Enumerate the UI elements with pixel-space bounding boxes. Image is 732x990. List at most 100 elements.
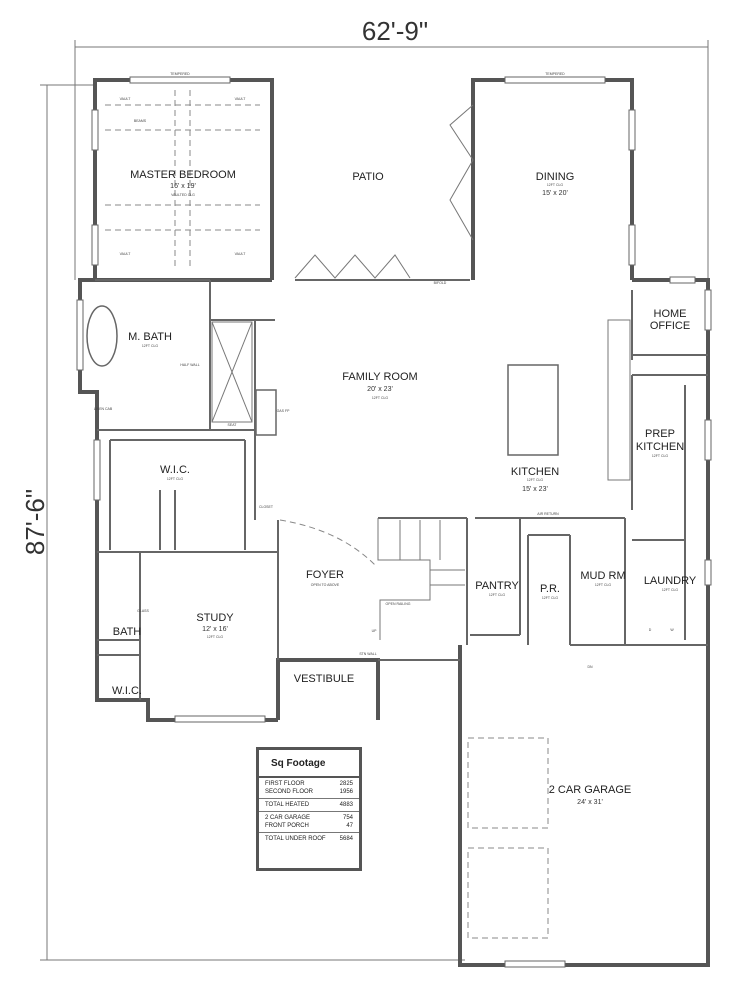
bath-label: BATH: [113, 626, 142, 638]
prep-kitchen-label-2: KITCHEN: [636, 441, 684, 453]
gas-fp-note: GAS FP: [277, 409, 291, 413]
closet-note: CLOSET: [259, 505, 274, 509]
tempered-note: TEMPERED: [170, 72, 190, 76]
sq-footage-row: TOTAL UNDER ROOF 5684: [265, 835, 353, 843]
wic-small-label: W.I.C.: [112, 685, 142, 697]
vault-note: VAULT: [235, 252, 247, 256]
dn-note: DN: [587, 665, 593, 669]
foyer-arc: [279, 519, 376, 566]
glass-note: GLASS: [137, 609, 149, 613]
family-room-label: FAMILY ROOM: [342, 371, 417, 383]
sq-footage-row-value: 2825: [339, 781, 353, 787]
sq-footage-row: 2 CAR GARAGE 754: [265, 814, 353, 822]
laundry-label: LAUNDRY: [644, 575, 697, 587]
air-return-note: AIR RETURN: [537, 512, 559, 516]
sq-footage-row-label: SECOND FLOOR: [265, 789, 314, 795]
sq-footage-row: TOTAL HEATED 4883: [265, 801, 353, 809]
dining-label: DINING: [536, 171, 575, 183]
vault-note: VAULT: [120, 252, 132, 256]
bifold-note: BIFOLD: [434, 281, 447, 285]
mud-rm-clg: 12FT CLG: [595, 583, 612, 587]
sq-footage-row-value: 5684: [339, 836, 353, 842]
family-room-size: 20' x 23': [367, 386, 393, 393]
stone-wall-note: STN WALL: [359, 652, 376, 656]
pantry-clg: 12FT CLG: [489, 593, 506, 597]
garage-label: 2 CAR GARAGE: [549, 784, 632, 796]
sq-footage-row-value: 1956: [339, 789, 353, 795]
patio-folding-doors: [294, 104, 474, 281]
vault-note: VAULT: [235, 97, 247, 101]
dining-size: 15' x 20': [542, 190, 568, 197]
sq-footage-row: FRONT PORCH 47: [265, 822, 353, 830]
sq-footage-table: Sq Footage FIRST FLOOR 2825 SECOND FLOOR…: [256, 747, 362, 871]
half-wall-note: HALF WALL: [180, 363, 199, 367]
study-clg: 12FT CLG: [207, 635, 224, 639]
overall-depth-label: 87'-6": [20, 489, 50, 555]
beams-note: BEAMS: [134, 119, 147, 123]
kitchen-counter: [607, 319, 631, 481]
sq-footage-row: FIRST FLOOR 2825: [265, 780, 353, 788]
sq-footage-row-label: TOTAL UNDER ROOF: [265, 836, 326, 842]
vestibule-label: VESTIBULE: [294, 673, 355, 685]
sq-footage-title: Sq Footage: [259, 750, 359, 778]
open-railing-note: OPEN RAILING: [386, 602, 411, 606]
sq-footage-row-label: 2 CAR GARAGE: [265, 815, 311, 821]
study-size: 12' x 16': [202, 626, 228, 633]
sq-footage-row-label: FIRST FLOOR: [265, 781, 305, 787]
sq-footage-row-value: 754: [342, 815, 353, 821]
shower: [211, 321, 253, 423]
overall-width-label: 62'-9": [362, 16, 428, 46]
sq-footage-row-label: TOTAL HEATED: [265, 802, 310, 808]
stairs: [377, 518, 465, 640]
pr-label: P.R.: [540, 583, 560, 595]
wic-main-clg: 12FT CLG: [167, 477, 184, 481]
family-room-clg: 12FT CLG: [372, 396, 389, 400]
garage-size: 24' x 31': [577, 799, 603, 806]
tempered-note: TEMPERED: [545, 72, 565, 76]
m-bath-label: M. BATH: [128, 331, 172, 343]
bathtub: [86, 305, 118, 367]
study-label: STUDY: [196, 612, 234, 624]
foyer-note: OPEN TO ABOVE: [311, 583, 340, 587]
w-note: W: [670, 628, 674, 632]
home-office-label-2: OFFICE: [650, 320, 690, 332]
sq-footage-group: TOTAL HEATED 4883: [259, 799, 359, 812]
prep-kitchen-clg: 12FT CLG: [652, 454, 669, 458]
kitchen-clg: 12FT CLG: [527, 478, 544, 482]
sq-footage-group: FIRST FLOOR 2825 SECOND FLOOR 1956: [259, 778, 359, 799]
sq-footage-row-value: 4883: [339, 802, 353, 808]
home-office-label-1: HOME: [654, 308, 687, 320]
linen-cab-note: LINEN CAB: [94, 407, 113, 411]
master-ceiling-details: [105, 90, 260, 270]
m-bath-clg: 12FT CLG: [142, 344, 159, 348]
sq-footage-row-value: 47: [346, 823, 353, 829]
sq-footage-group: TOTAL UNDER ROOF 5684: [259, 833, 359, 845]
garage-bays: [467, 737, 549, 939]
master-bedroom-label: MASTER BEDROOM: [130, 169, 236, 181]
pr-clg: 12FT CLG: [542, 596, 559, 600]
d-note: D: [649, 628, 652, 632]
room-labels: MASTER BEDROOM 16' x 19' VAULTED CLG PAT…: [112, 169, 697, 806]
master-bedroom-size: 16' x 19': [170, 183, 196, 190]
gas-fireplace: [255, 389, 277, 436]
prep-kitchen-label-1: PREP: [645, 428, 675, 440]
kitchen-label: KITCHEN: [511, 466, 559, 478]
master-bedroom-note: VAULTED CLG: [171, 193, 195, 197]
sq-footage-row: SECOND FLOOR 1956: [265, 788, 353, 796]
laundry-clg: 12FT CLG: [662, 588, 679, 592]
mud-rm-label: MUD RM: [580, 570, 625, 582]
dining-clg: 12FT CLG: [547, 183, 564, 187]
dimension-lines: [40, 40, 709, 961]
minor-annotations: TEMPERED TEMPERED VAULT VAULT BEAMS VAUL…: [94, 72, 675, 669]
interior-walls: [95, 279, 708, 700]
seat-note: SEAT: [228, 423, 238, 427]
kitchen-size: 15' x 23': [522, 486, 548, 493]
sq-footage-group: 2 CAR GARAGE 754 FRONT PORCH 47: [259, 812, 359, 833]
up-note: UP: [372, 629, 378, 633]
patio-label: PATIO: [352, 171, 384, 183]
wic-main-label: W.I.C.: [160, 464, 190, 476]
windows: [76, 76, 712, 968]
foyer-label: FOYER: [306, 569, 344, 581]
vault-note: VAULT: [120, 97, 132, 101]
